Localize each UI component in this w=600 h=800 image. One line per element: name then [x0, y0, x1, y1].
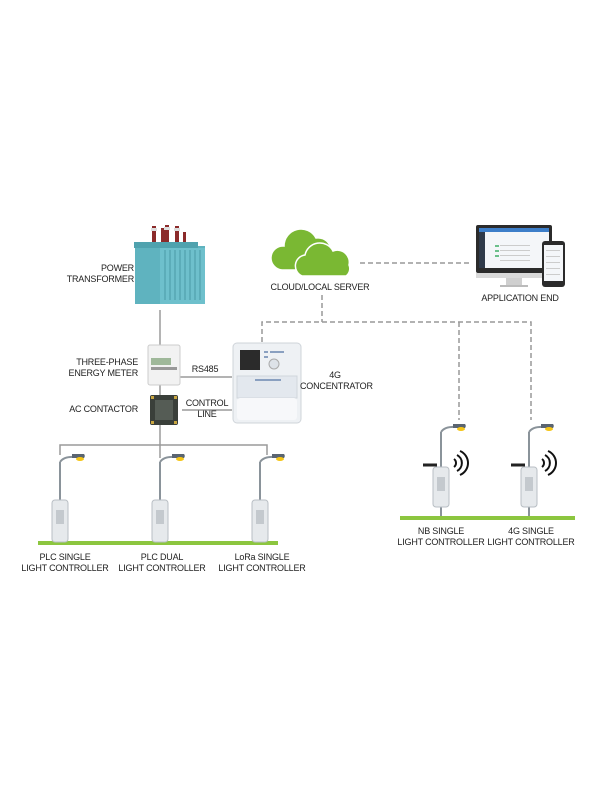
lamp-head-icon: [172, 454, 185, 458]
solid-wiring: [59, 310, 268, 458]
control-line-label-line1: CONTROL: [185, 398, 229, 408]
application-end-label: APPLICATION END: [481, 293, 559, 303]
lamp-light-icon: [176, 457, 184, 461]
power-transformer-label-line2: TRANSFORMER: [66, 274, 135, 284]
concentrator-label-line1: 4G: [329, 370, 341, 380]
pole-plc-dual: [151, 454, 185, 543]
control-line-label-line2: LINE: [197, 409, 217, 419]
nb-single-label: NB SINGLE LIGHT CONTROLLER: [396, 526, 486, 548]
plc-dual-label-line1: PLC DUAL: [140, 552, 184, 562]
lamp-head-icon: [272, 454, 285, 458]
energy-meter-label: THREE-PHASE ENERGY METER: [60, 357, 139, 379]
plc-dual-label: PLC DUAL LIGHT CONTROLLER: [117, 552, 207, 574]
energy-meter-icon: [147, 344, 181, 386]
ac-contactor-label: AC CONTACTOR: [69, 404, 138, 414]
ac-contactor-icon: [150, 395, 178, 425]
g4-single-label-line2: LIGHT CONTROLLER: [487, 537, 575, 547]
phone-icon: [542, 241, 565, 287]
concentrator-icon: [232, 342, 302, 424]
power-transformer-label: POWER TRANSFORMER: [60, 263, 135, 285]
energy-meter-label-line2: ENERGY METER: [68, 368, 139, 378]
cloud-server-label: CLOUD/LOCAL SERVER: [270, 282, 370, 292]
lora-single-label-line1: LoRa SINGLE: [234, 552, 290, 562]
lamp-light-icon: [276, 457, 284, 461]
plc-single-label-line1: PLC SINGLE: [39, 552, 91, 562]
lora-single-label: LoRa SINGLE LIGHT CONTROLLER: [217, 552, 307, 574]
lora-single-label-line2: LIGHT CONTROLLER: [218, 563, 306, 573]
pole-plc-single: [51, 454, 85, 543]
ground-line-wired: [38, 541, 278, 545]
nb-single-label-line2: LIGHT CONTROLLER: [397, 537, 485, 547]
cloud-icon: [270, 228, 351, 277]
wireless-light-poles: [423, 424, 557, 516]
g4-single-label: 4G SINGLE LIGHT CONTROLLER: [486, 526, 576, 548]
concentrator-label-line2: CONCENTRATOR: [300, 381, 373, 391]
lamp-light-icon: [457, 427, 465, 431]
control-line-label: CONTROL LINE: [182, 398, 232, 420]
plc-single-label-line2: LIGHT CONTROLLER: [21, 563, 109, 573]
dashed-network: [261, 262, 532, 420]
wireless-signal-icon: [453, 450, 469, 476]
plc-single-label: PLC SINGLE LIGHT CONTROLLER: [20, 552, 110, 574]
power-transformer-label-line1: POWER: [100, 263, 134, 273]
wireless-signal-icon: [541, 450, 557, 476]
pole-nb-single: [423, 424, 469, 516]
pole-lora-single: [251, 454, 285, 543]
transformer-icon: [134, 225, 205, 304]
energy-meter-label-line1: THREE-PHASE: [76, 357, 138, 367]
nb-single-label-line1: NB SINGLE: [417, 526, 465, 536]
pole-4g-single: [511, 424, 557, 516]
lamp-head-icon: [72, 454, 85, 458]
ground-line-wireless: [400, 516, 575, 520]
lamp-head-icon: [541, 424, 554, 428]
monitor-icon: [476, 225, 552, 287]
rs485-label: RS485: [191, 364, 219, 374]
plc-dual-label-line2: LIGHT CONTROLLER: [118, 563, 206, 573]
g4-single-label-line1: 4G SINGLE: [508, 526, 554, 536]
concentrator-label: 4G CONCENTRATOR: [300, 370, 373, 392]
lamp-head-icon: [453, 424, 466, 428]
lamp-light-icon: [76, 457, 84, 461]
wired-light-poles: [51, 454, 285, 543]
lamp-light-icon: [545, 427, 553, 431]
